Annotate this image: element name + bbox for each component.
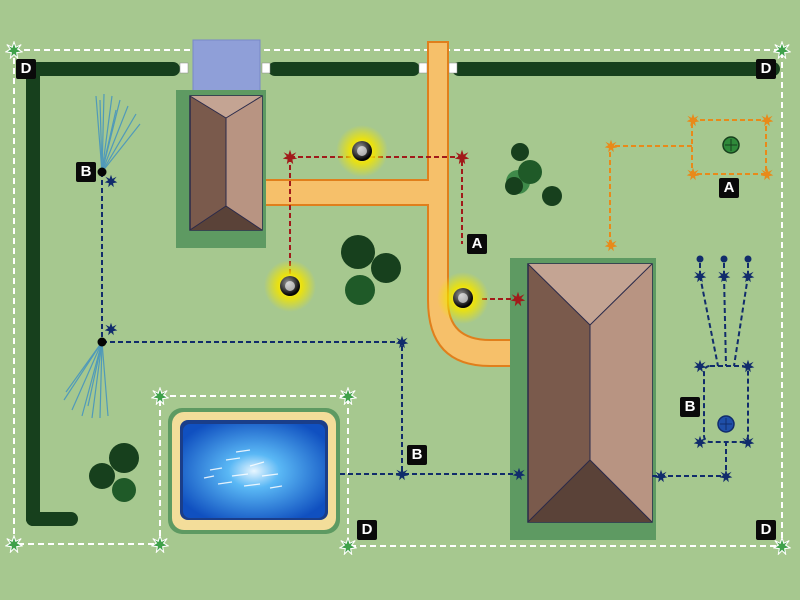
gate-post	[418, 62, 428, 74]
sprinkler-icon	[63, 93, 141, 419]
boundary-label: D	[357, 520, 377, 540]
fountain-icon	[717, 415, 735, 433]
lighting-label: A	[719, 178, 739, 198]
boundary-label: D	[756, 520, 776, 540]
property-boundary	[13, 49, 783, 547]
hedge	[26, 62, 780, 526]
lighting-circuit-a	[289, 156, 518, 300]
main-house	[510, 258, 656, 540]
garage-building	[176, 90, 266, 248]
boundary-label: D	[16, 59, 36, 79]
gate-post	[179, 62, 189, 74]
garden-path	[261, 41, 531, 367]
irrigation-label: B	[680, 397, 700, 417]
post-lamp-icon	[264, 260, 316, 312]
lighting-label: A	[467, 234, 487, 254]
irrigation-label: B	[76, 162, 96, 182]
entrance-paving	[192, 39, 261, 96]
fountain-icon	[722, 136, 740, 154]
post-lamp-icon	[437, 272, 489, 324]
garden-lighting-circuit-a	[609, 119, 767, 244]
tree-icon	[89, 143, 562, 502]
swimming-pool	[168, 408, 340, 534]
boundary-label: D	[756, 59, 776, 79]
gate-post	[261, 62, 271, 74]
gate-post	[448, 62, 458, 74]
post-lamp-icon	[336, 125, 388, 177]
irrigation-label: B	[407, 445, 427, 465]
